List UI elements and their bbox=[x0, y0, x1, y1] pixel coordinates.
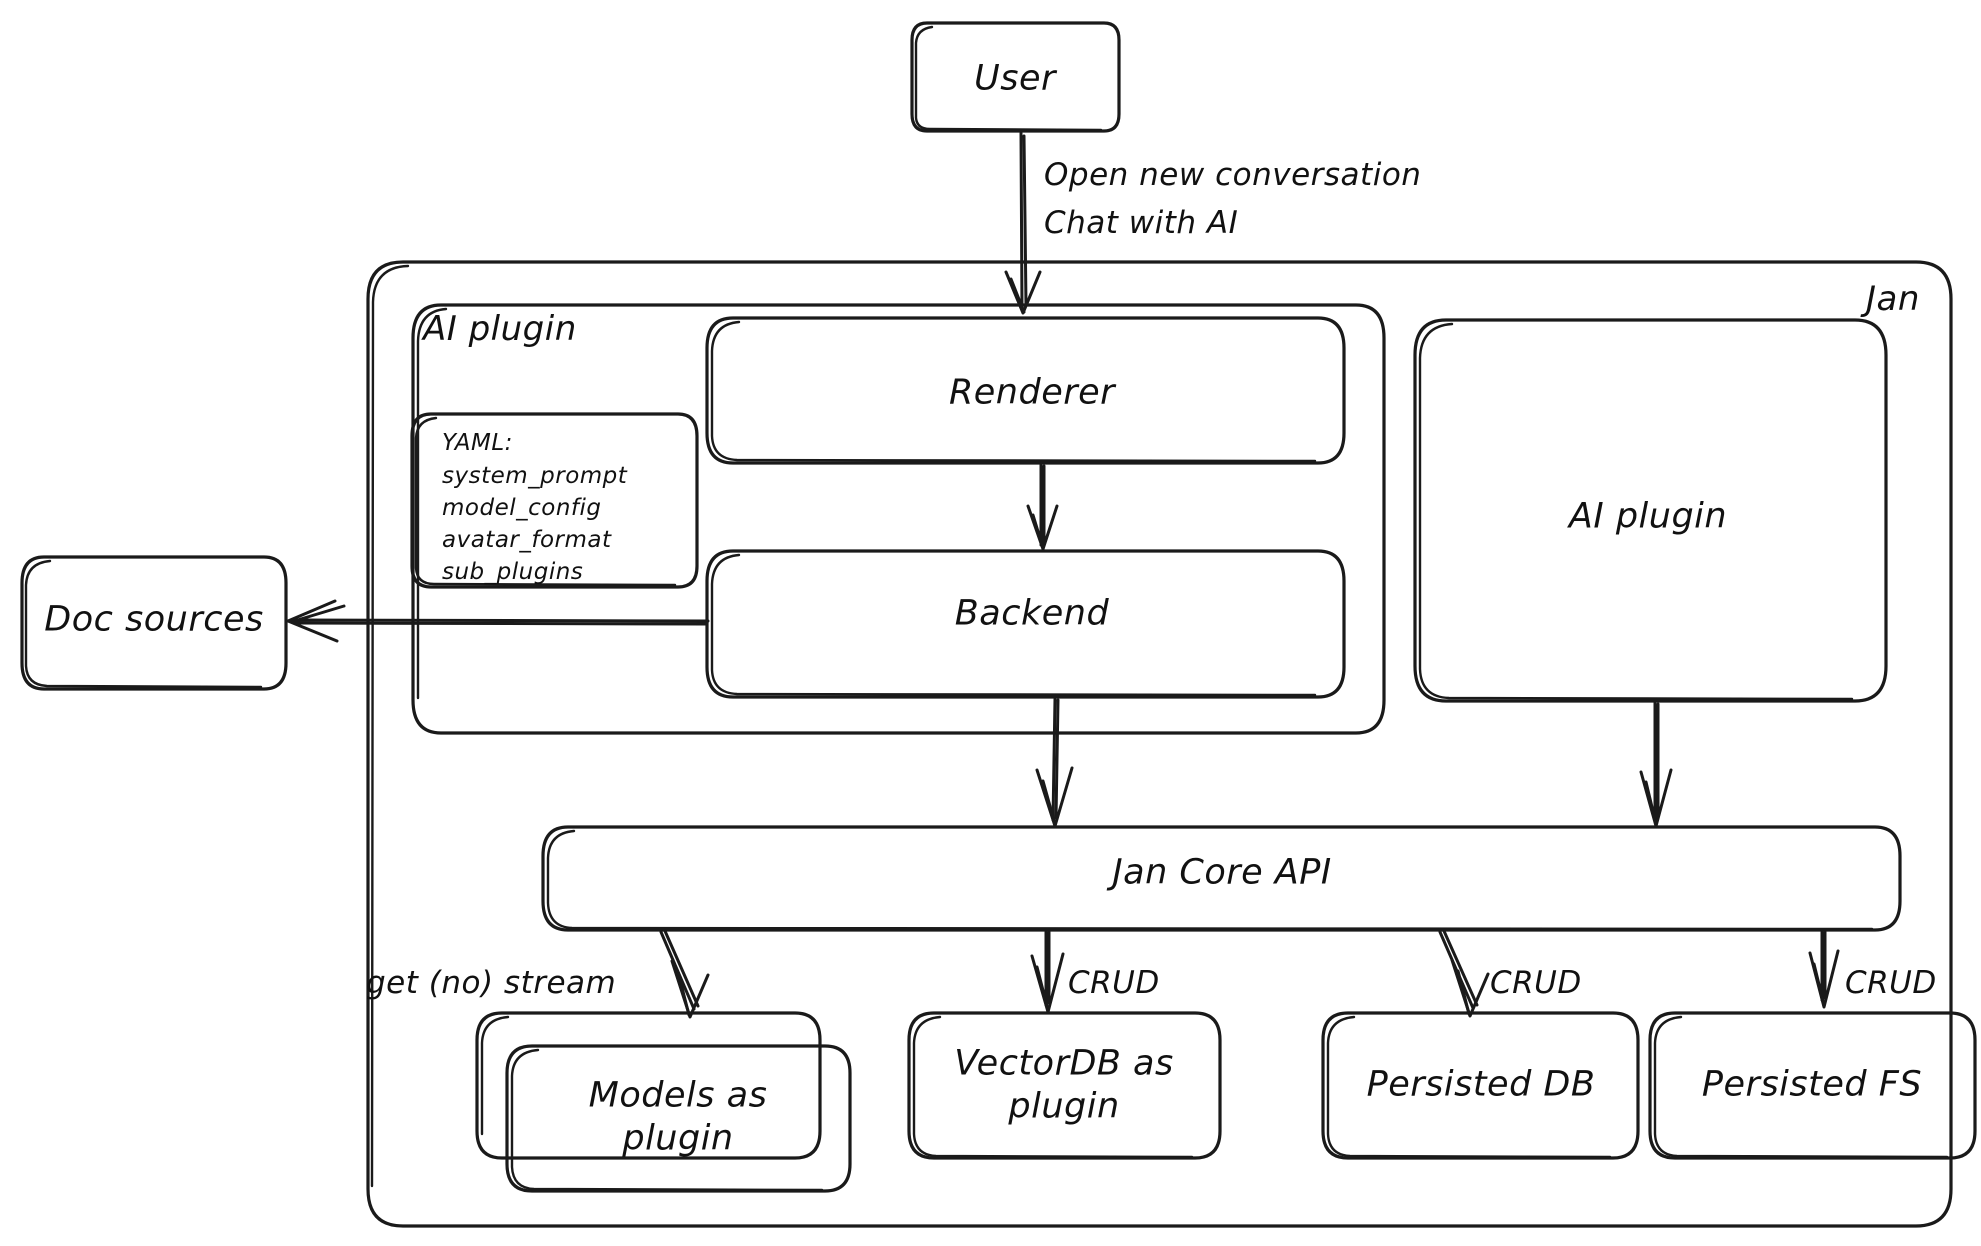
edge-core-api-to-persisted-fs bbox=[1808, 930, 1840, 1009]
edge-backend-to-doc-sources bbox=[286, 599, 710, 643]
node-backend-shape bbox=[705, 549, 1346, 699]
node-doc-sources-shape bbox=[20, 555, 288, 691]
edge-ai-plugin-to-core-api bbox=[1639, 701, 1673, 828]
node-vectordb-as-plugin-shape bbox=[907, 1011, 1222, 1160]
node-ai-plugin-right-shape bbox=[1413, 318, 1888, 703]
node-persisted-db-shape bbox=[1321, 1011, 1640, 1160]
node-jan-core-api-shape bbox=[541, 825, 1902, 932]
edge-core-api-to-vectordb bbox=[1030, 930, 1065, 1014]
container-ai-plugin-group bbox=[411, 303, 1386, 735]
edge-core-api-to-models bbox=[659, 929, 710, 1019]
edge-core-api-to-persisted-db bbox=[1438, 929, 1490, 1018]
edge-user-to-renderer bbox=[1004, 131, 1042, 315]
edge-renderer-to-backend bbox=[1026, 463, 1059, 551]
node-persisted-fs-shape bbox=[1648, 1011, 1977, 1160]
container-jan bbox=[366, 260, 1953, 1228]
edge-backend-to-core-api bbox=[1035, 697, 1074, 828]
node-yaml-note-shape bbox=[410, 412, 699, 589]
node-renderer-shape bbox=[705, 316, 1346, 465]
node-user-shape bbox=[910, 21, 1121, 133]
node-models-as-plugin-shape bbox=[475, 1011, 852, 1193]
